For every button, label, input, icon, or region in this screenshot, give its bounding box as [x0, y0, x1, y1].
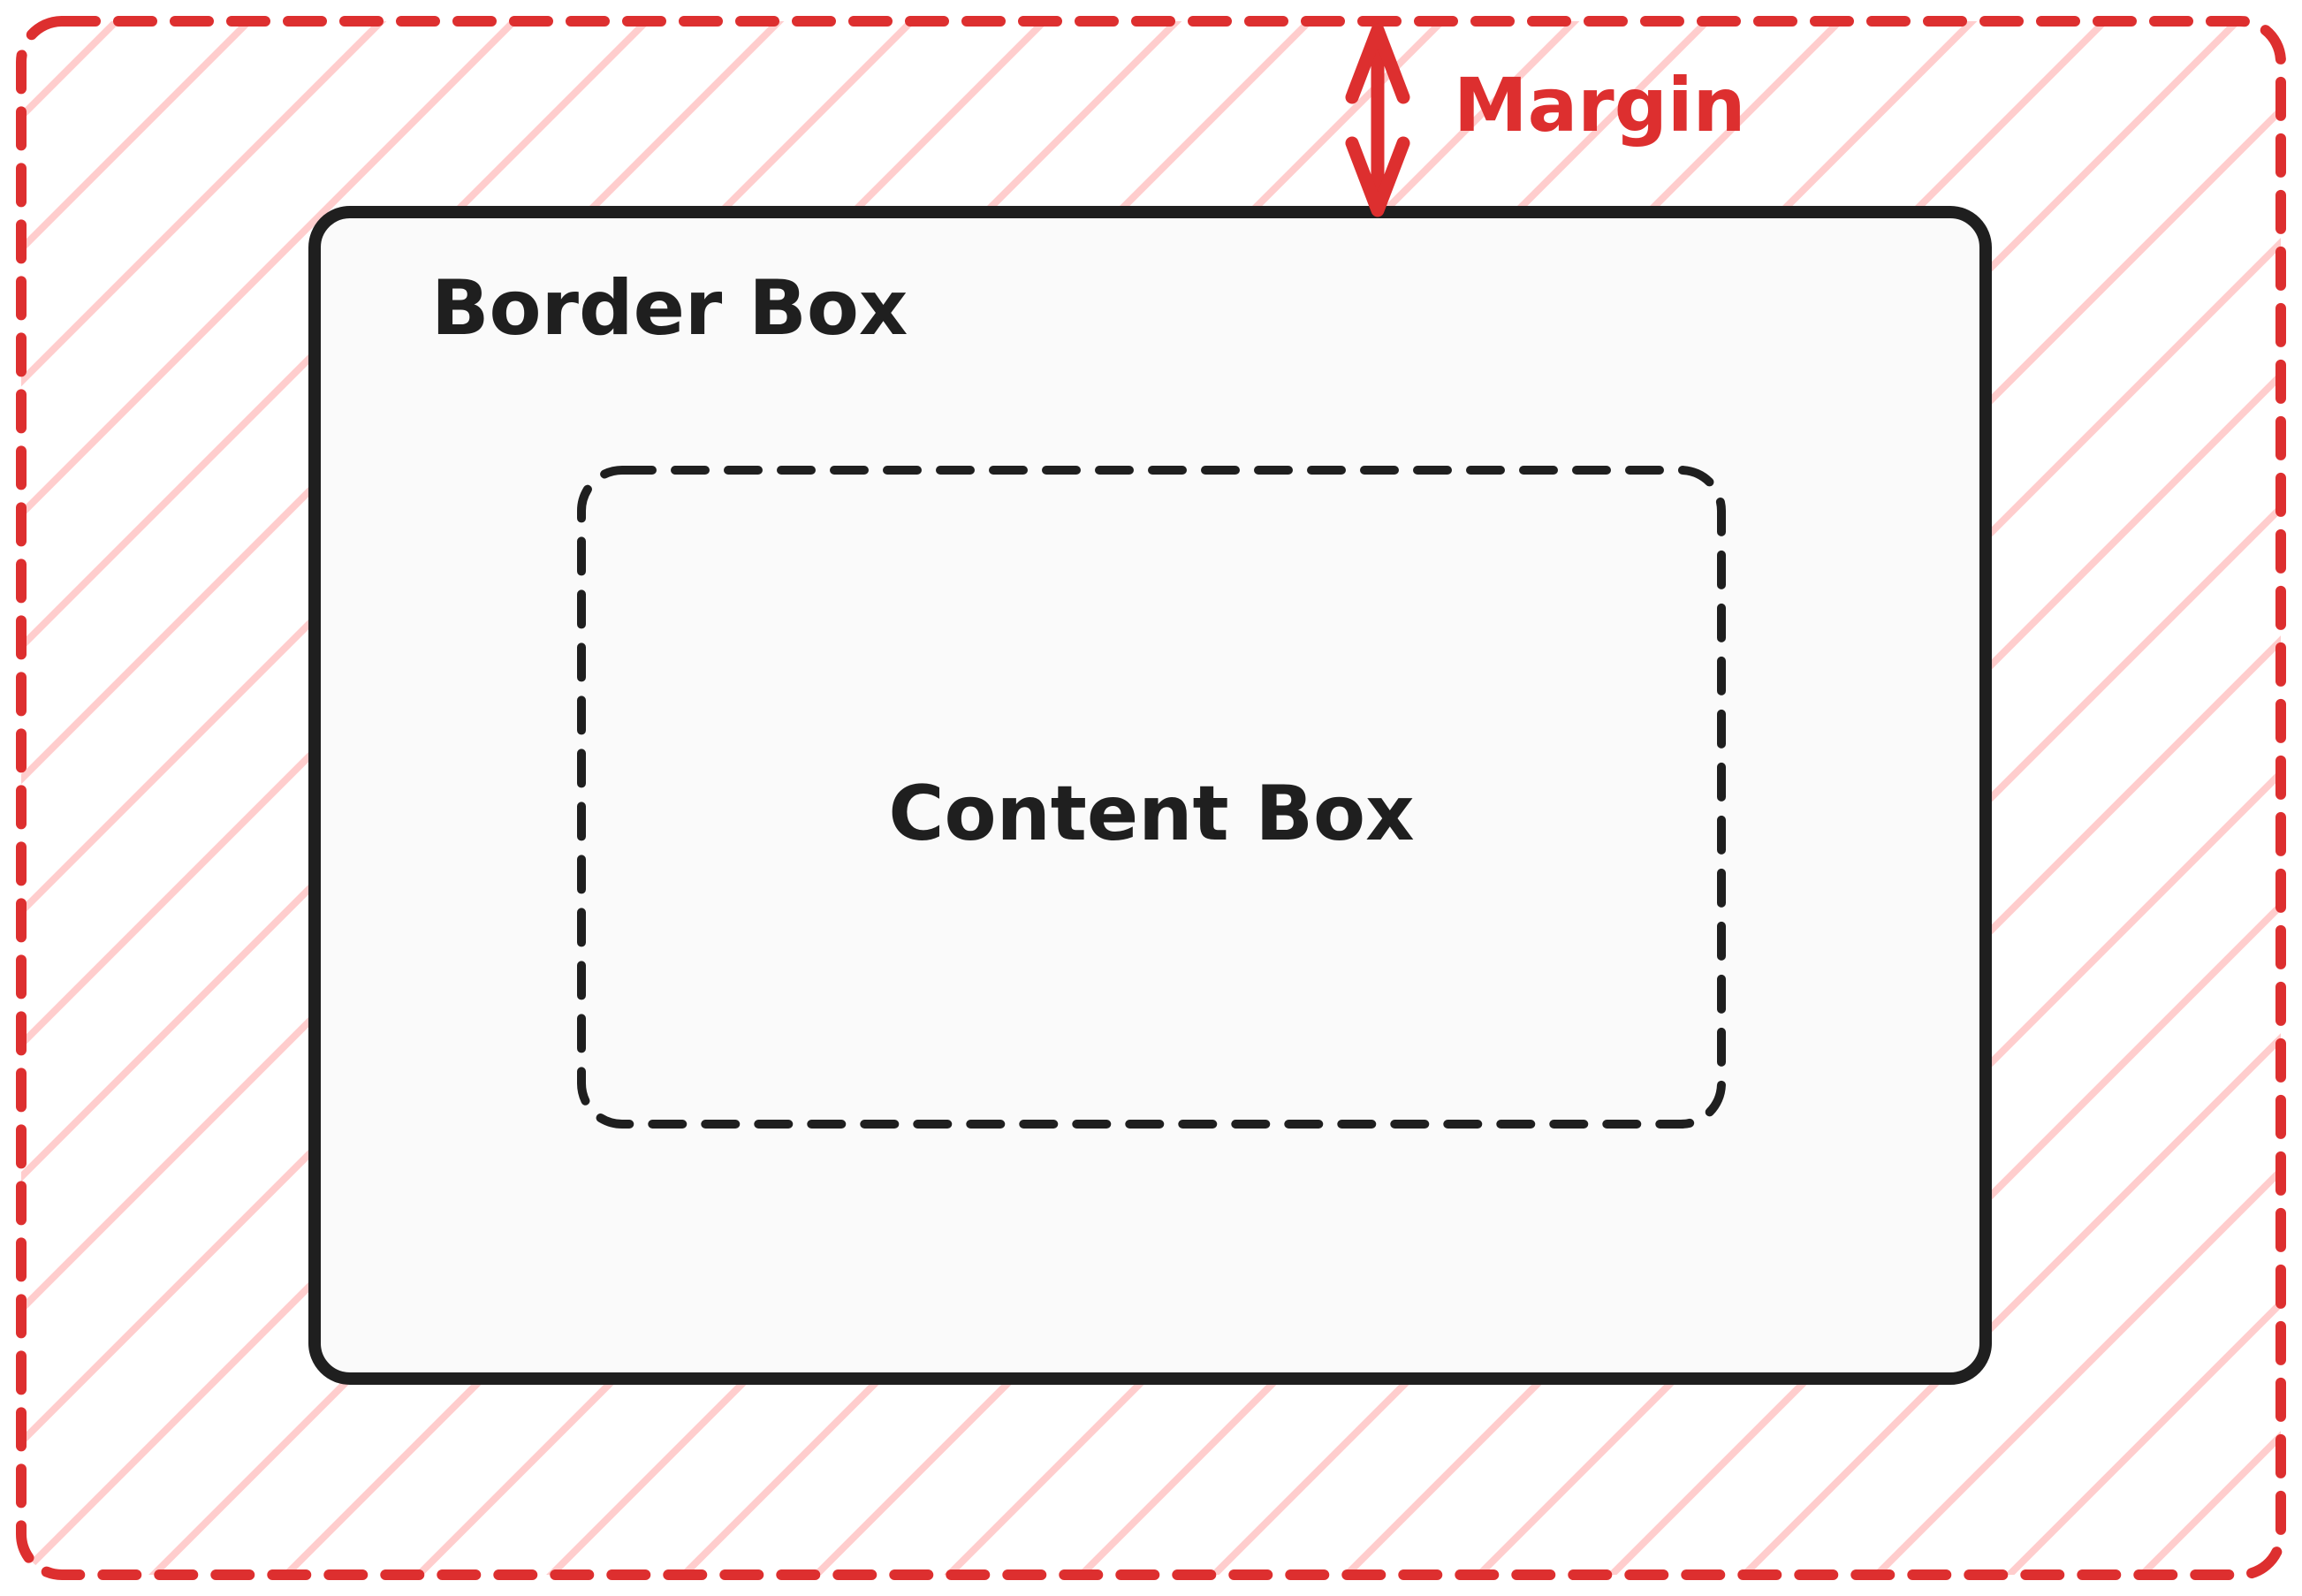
content-box-label: Content Box [888, 770, 1414, 858]
border-box-label: Border Box [431, 264, 908, 353]
margin-box-outline [16, 16, 2286, 1580]
margin-label: Margin [1454, 62, 1745, 148]
margin-double-arrow [1345, 23, 1410, 217]
border-box-outline [308, 206, 1992, 1385]
content-box-outline [577, 466, 1726, 1129]
border-box-fill [315, 212, 1986, 1379]
